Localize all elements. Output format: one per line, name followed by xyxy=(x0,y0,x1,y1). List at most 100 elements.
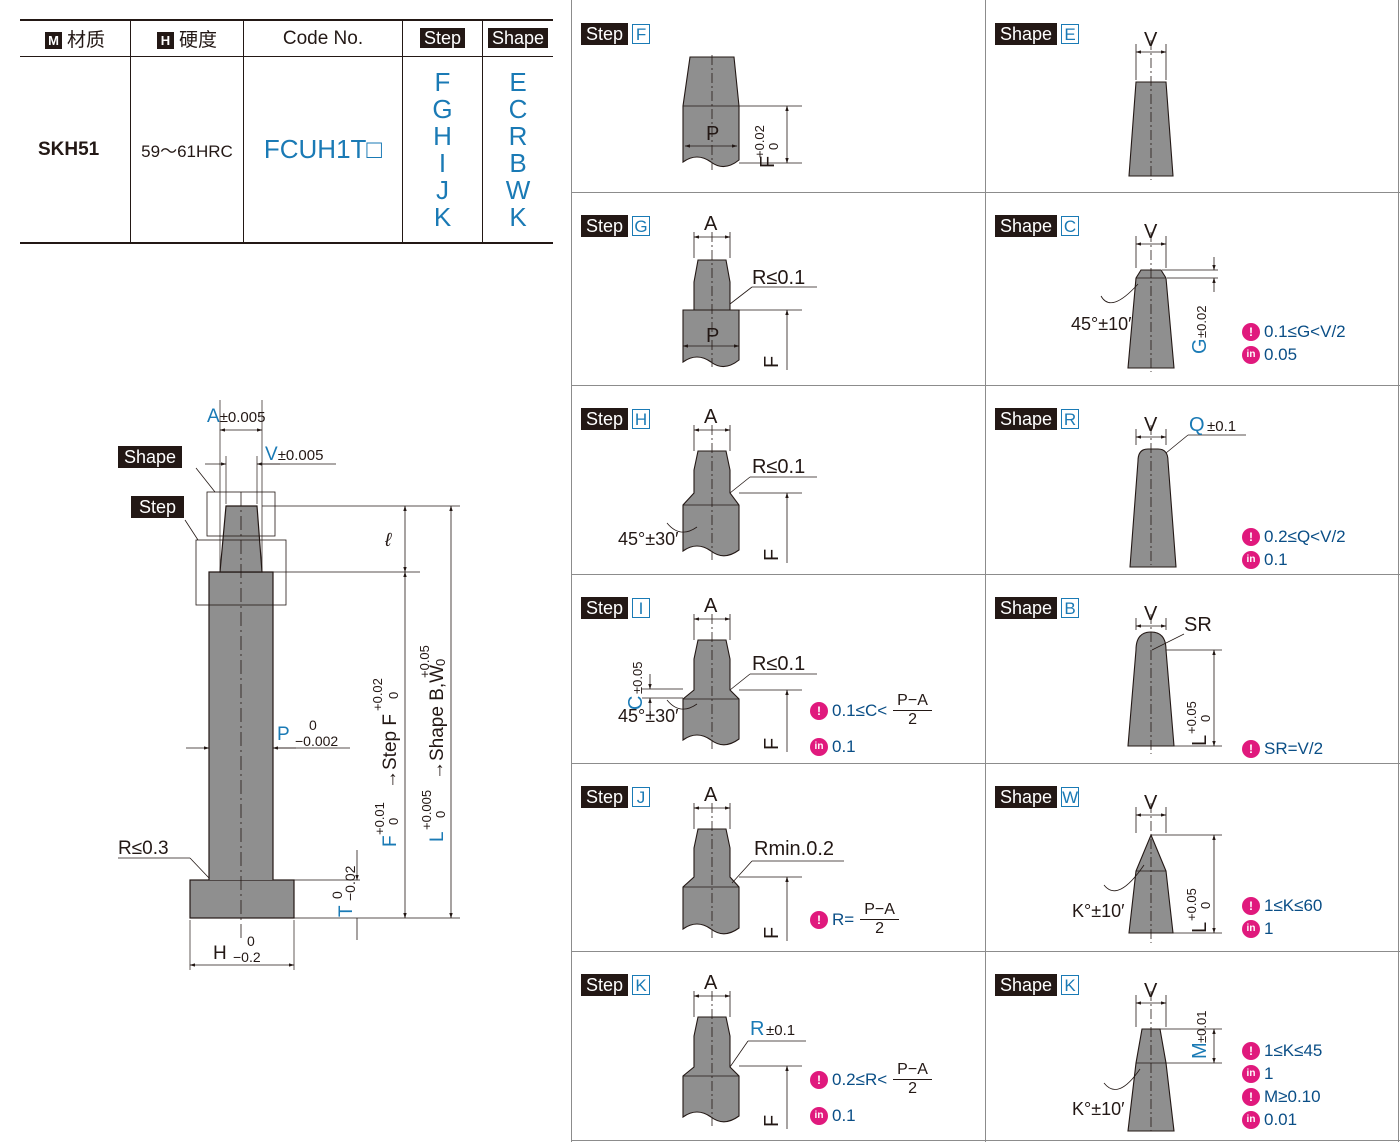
panel-note: !0.2≤Q<V/2 xyxy=(1242,527,1346,547)
dim-label: L xyxy=(1189,735,1211,746)
dim-label: ±0.01 xyxy=(1194,1011,1209,1043)
dim-label: C xyxy=(625,696,647,710)
panel-key-box: C xyxy=(1061,216,1080,236)
dim-label: 0 xyxy=(1198,715,1213,722)
panel-type-tag: Step xyxy=(581,23,629,45)
step-option: G xyxy=(432,93,453,124)
dim-label: 0 xyxy=(766,143,781,150)
shape-option: W xyxy=(505,174,531,205)
dim-label: A xyxy=(704,595,718,617)
dim-label: Rmin.0.2 xyxy=(754,838,834,860)
svg-text:0: 0 xyxy=(386,692,401,699)
dim-label: 45°±30′ xyxy=(618,706,679,726)
panel-drawing: R≤0.145°±30′AF xyxy=(618,406,817,563)
step-option: J xyxy=(436,174,449,205)
panel-note: !SR=V/2 xyxy=(1242,739,1323,759)
svg-text:0: 0 xyxy=(433,659,448,666)
dim-label: A xyxy=(704,784,718,806)
dim-label: F xyxy=(761,356,783,368)
step-option: H xyxy=(433,120,452,151)
panel-type-tag: Shape xyxy=(995,408,1058,430)
inch-note-icon: in xyxy=(1242,920,1260,938)
dim-label: ±0.1 xyxy=(766,1022,795,1039)
dim-label: 45°±10′ xyxy=(1071,314,1132,334)
dim-label: ±0.1 xyxy=(1207,418,1236,435)
dim-label: M xyxy=(1189,1042,1211,1059)
panel-key-box: K xyxy=(1061,975,1080,995)
dim-label: F xyxy=(761,549,783,561)
panel-type-tag: Shape xyxy=(995,974,1058,996)
material-value: SKH51 xyxy=(20,56,131,244)
panel-type-tag: Shape xyxy=(995,23,1058,45)
attention-icon: ! xyxy=(810,701,828,720)
svg-text:V±0.005: V±0.005 xyxy=(265,444,323,465)
dim-label: L xyxy=(1189,922,1211,933)
panel-drawing: V45°±10′G±0.02 xyxy=(1071,221,1218,372)
dim-label: R≤0.1 xyxy=(752,456,805,478)
panel-drawing: V xyxy=(1128,29,1174,180)
shape-option: B xyxy=(509,147,527,178)
svg-text:ℓ: ℓ xyxy=(384,530,392,551)
inch-note-icon: in xyxy=(1242,1111,1260,1129)
svg-text:→Step F: →Step F xyxy=(380,714,401,789)
dim-label: R≤0.1 xyxy=(752,653,805,675)
dim-label: F xyxy=(761,927,783,939)
dim-label: +0.05 xyxy=(1184,701,1199,734)
step-option: F xyxy=(434,66,451,97)
attention-icon: ! xyxy=(1242,1088,1260,1106)
panel-note: !1≤K≤45 xyxy=(1242,1041,1322,1061)
dim-label: P xyxy=(706,123,719,145)
main-shape-tag: Shape xyxy=(118,446,183,468)
dim-label: A xyxy=(704,213,718,235)
panel-key-box: E xyxy=(1061,24,1080,44)
inch-note-icon: in xyxy=(810,738,828,756)
attention-icon: ! xyxy=(810,910,828,929)
svg-text:−0.002: −0.002 xyxy=(295,733,338,749)
dim-label: Q xyxy=(1189,414,1205,436)
hardness-value: 59～61HRC xyxy=(130,56,244,244)
panel-key-box: I xyxy=(632,598,651,618)
panel-key-box: H xyxy=(632,409,651,429)
shape-option: E xyxy=(509,66,527,97)
svg-text:−0.2: −0.2 xyxy=(233,949,261,965)
attention-icon: ! xyxy=(1242,528,1260,546)
dim-label: K°±10′ xyxy=(1072,901,1125,921)
panel-key-box: J xyxy=(632,787,651,807)
dim-label: R≤0.1 xyxy=(752,267,805,289)
panel-note: !1≤K≤60 xyxy=(1242,896,1322,916)
svg-text:0: 0 xyxy=(309,717,317,733)
svg-text:+0.005: +0.005 xyxy=(419,790,434,830)
dim-label: 45°±30′ xyxy=(618,529,679,549)
step-option: K xyxy=(433,201,452,232)
inch-note-icon: in xyxy=(810,1107,828,1125)
dim-label: SR xyxy=(1184,614,1212,636)
inch-note-icon: in xyxy=(1242,1065,1260,1083)
panel-type-tag: Step xyxy=(581,597,629,619)
svg-text:L: L xyxy=(427,831,448,842)
attention-icon: ! xyxy=(1242,740,1260,758)
dim-label: +0.02 xyxy=(752,125,767,158)
svg-text:0: 0 xyxy=(247,933,255,949)
header-code: Code No. xyxy=(243,19,403,57)
svg-text:F: F xyxy=(380,835,401,847)
panel-drawing: R±0.1AF xyxy=(682,972,806,1129)
inch-note-icon: in xyxy=(1242,346,1260,364)
